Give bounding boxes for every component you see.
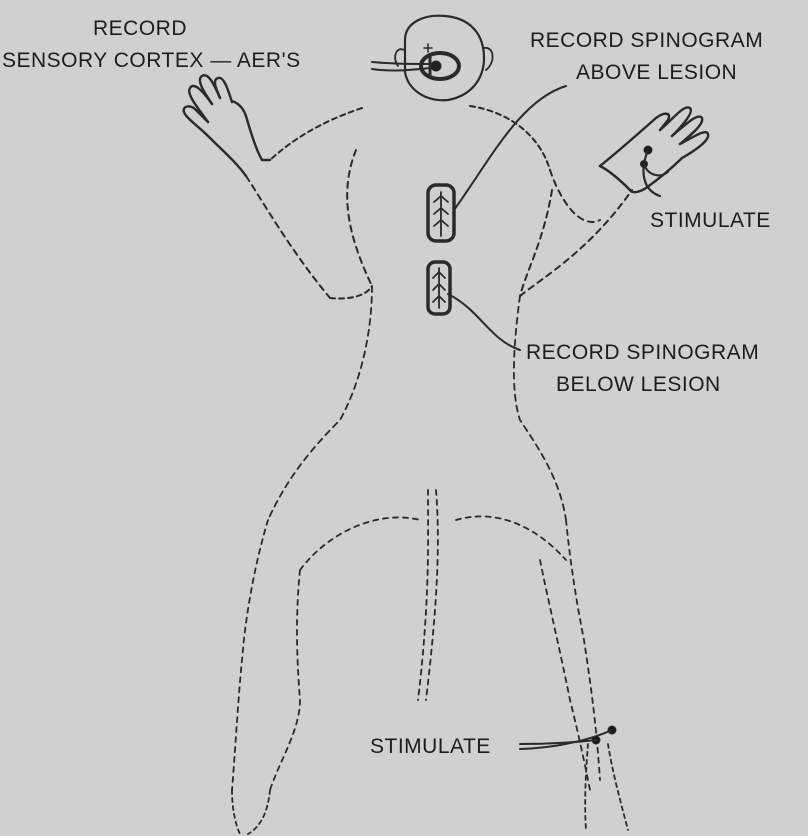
stimulate-leg-label: STIMULATE xyxy=(370,736,491,757)
head-outline xyxy=(395,16,492,101)
left-arm-outline xyxy=(246,108,372,299)
right-hand-icon xyxy=(600,107,708,192)
stimulate-hand-label: STIMULATE xyxy=(650,210,771,231)
record-below-label-line1: RECORD SPINOGRAM xyxy=(526,342,759,363)
tail-outline xyxy=(418,490,438,700)
left-hand-icon xyxy=(184,75,270,176)
record-above-label-line1: RECORD SPINOGRAM xyxy=(530,30,763,51)
cortex-electrode-icon xyxy=(372,44,459,79)
torso-outline xyxy=(268,286,566,520)
record-cortex-label-line1: RECORD xyxy=(90,18,190,39)
right-arm-outline xyxy=(470,106,632,296)
lower-spinal-electrode-icon xyxy=(428,262,520,350)
leg-stimulation-lead-icon xyxy=(520,726,616,749)
record-above-label-line2: ABOVE LESION xyxy=(576,62,737,83)
record-below-label-line2: BELOW LESION xyxy=(556,374,721,395)
record-cortex-label-line2: SENSORY CORTEX — AER'S xyxy=(2,50,301,71)
